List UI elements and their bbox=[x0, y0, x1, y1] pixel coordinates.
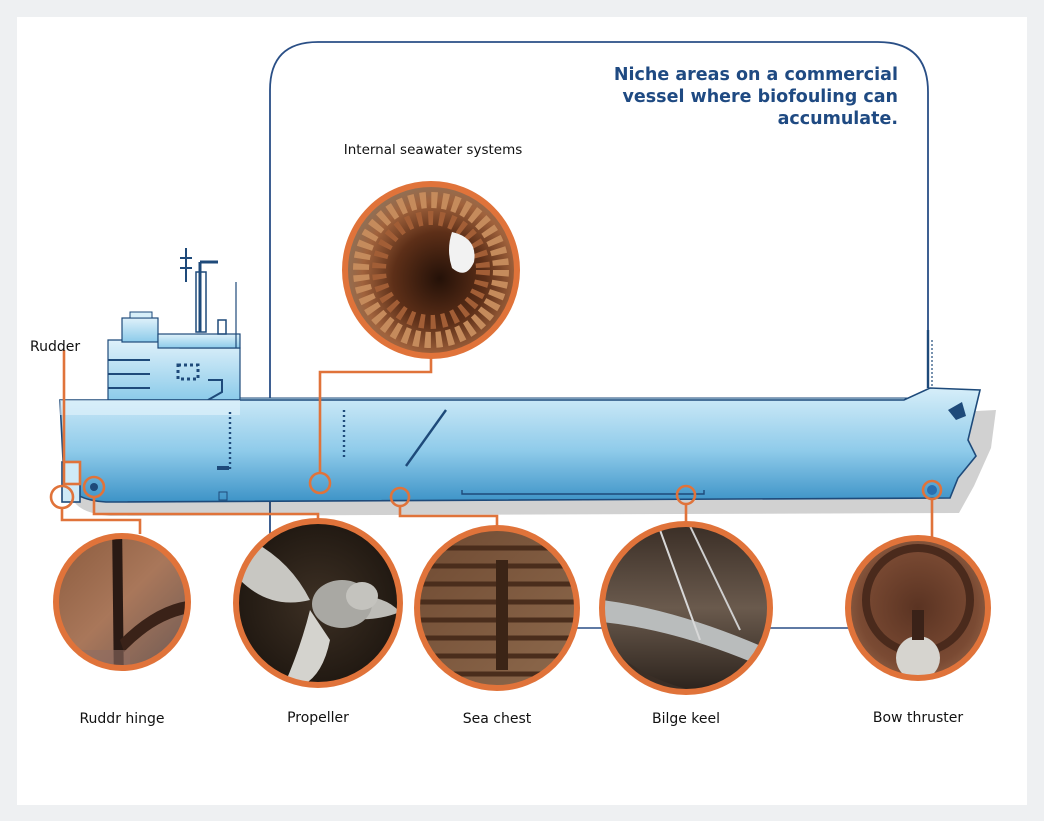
bow-thruster-photo bbox=[845, 535, 991, 681]
label-sea-chest: Sea chest bbox=[462, 711, 532, 727]
label-rudder-hinge: Ruddr hinge bbox=[79, 711, 165, 727]
diagram-title: Niche areas on a commercial vessel where… bbox=[613, 65, 898, 129]
superstructure bbox=[107, 248, 241, 401]
label-bilge-keel: Bilge keel bbox=[651, 711, 721, 727]
bilge-keel-photo bbox=[599, 521, 773, 695]
frame-line bbox=[269, 41, 929, 560]
propeller-photo bbox=[233, 518, 403, 688]
sea-chest-photo bbox=[414, 525, 580, 691]
label-bow-thruster: Bow thruster bbox=[872, 710, 964, 726]
rudder-hinge-photo bbox=[53, 533, 191, 671]
label-propeller: Propeller bbox=[287, 710, 349, 726]
label-rudder: Rudder bbox=[30, 339, 81, 355]
internal-seawater-photo bbox=[342, 181, 520, 359]
label-internal-seawater-systems: Internal seawater systems bbox=[343, 142, 523, 158]
